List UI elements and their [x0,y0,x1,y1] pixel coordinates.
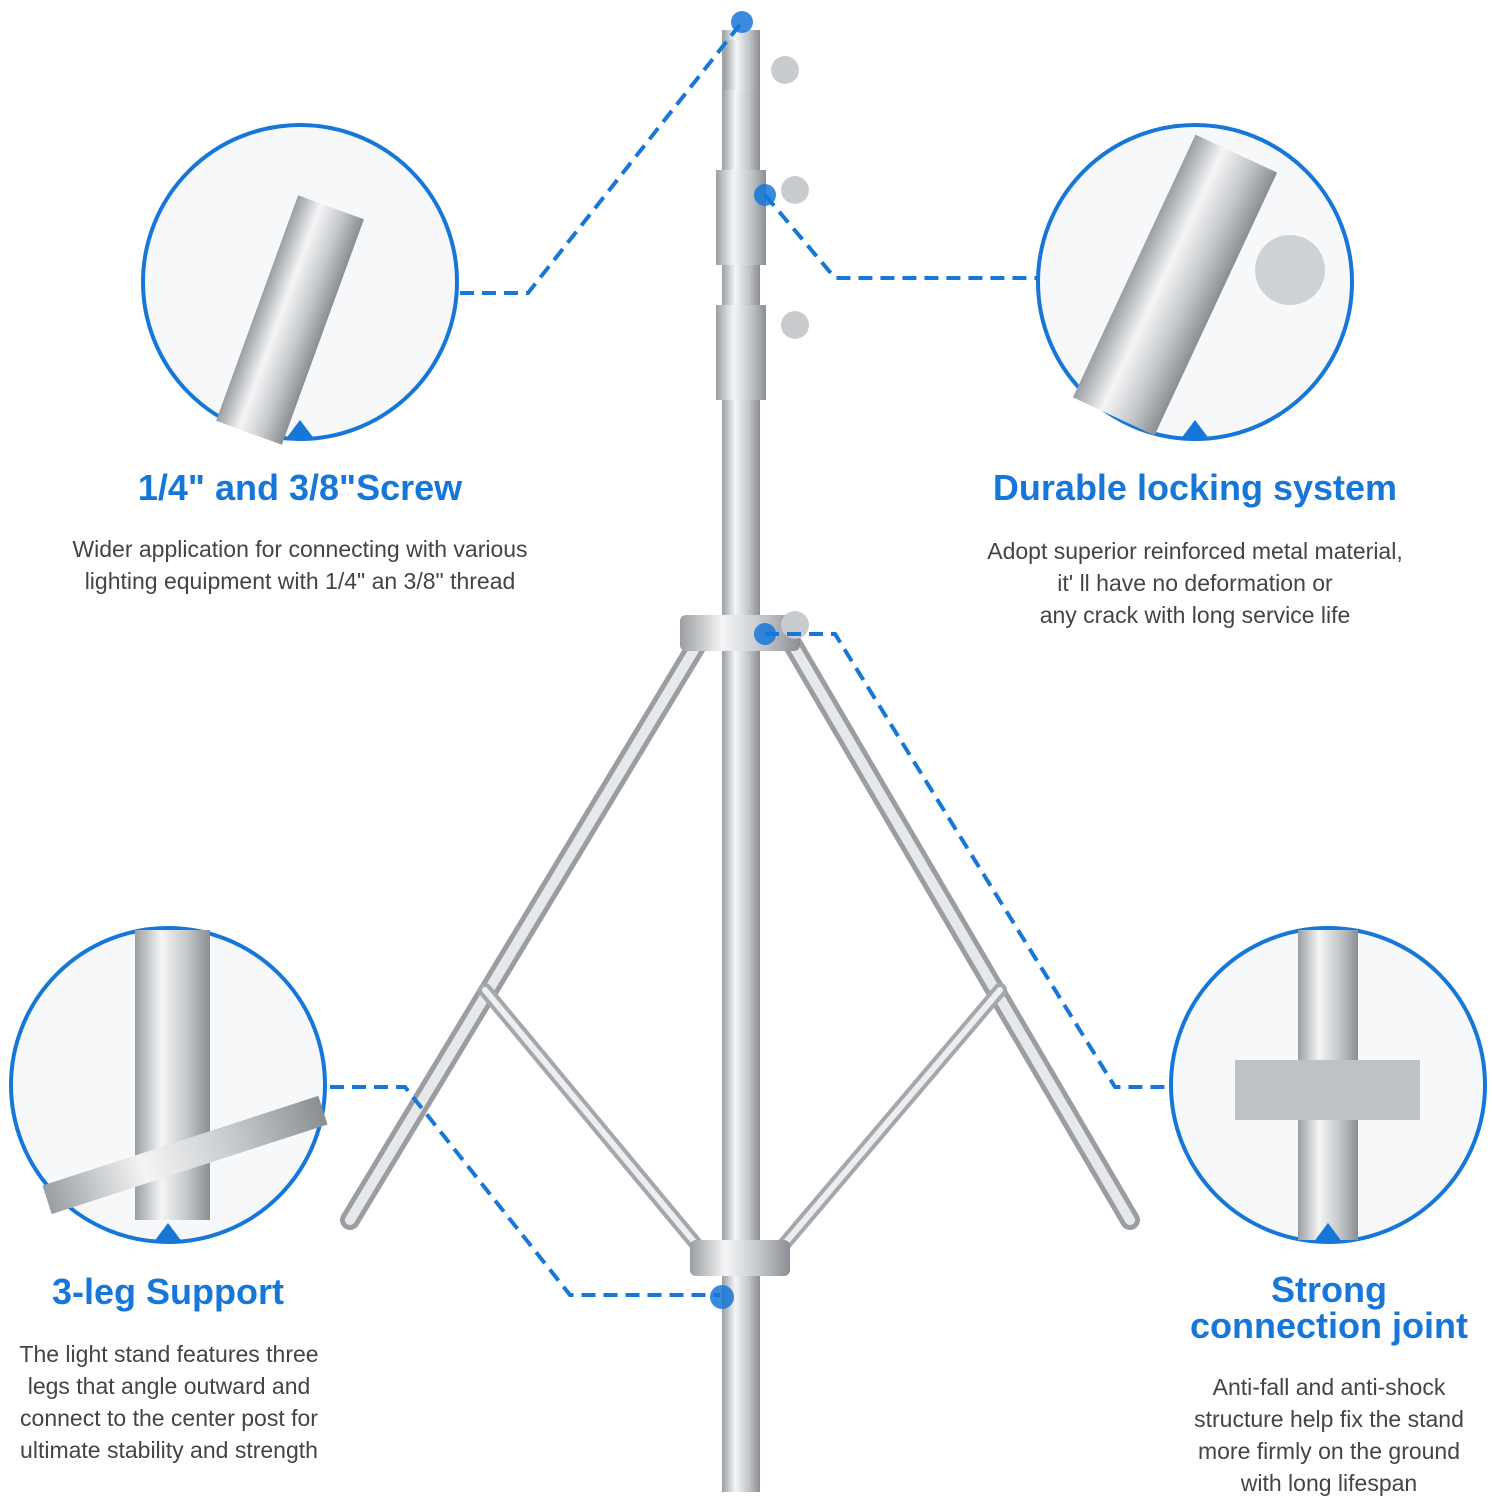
feature-desc-joint: Anti-fall and anti-shock structure help … [1170,1371,1488,1499]
circle-pointer-triangles [153,420,1343,1243]
feature-title-3-leg: 3-leg Support [52,1271,284,1312]
callout-dots [710,11,776,1309]
desc-line: legs that angle outward and [27,1373,311,1399]
desc-line: any crack with long service life [1039,602,1351,628]
feature-desc-screw: Wider application for connecting with va… [20,533,580,597]
desc-line: ultimate stability and strength [20,1437,318,1463]
detail-contents [42,134,1420,1240]
desc-line: it' ll have no deformation or [1057,570,1333,596]
desc-line: Anti-fall and anti-shock [1212,1374,1446,1400]
desc-line: Adopt superior reinforced metal material… [987,538,1403,564]
desc-line: structure help fix the stand [1194,1406,1464,1432]
feature-title-screw: 1/4" and 3/8"Screw [137,467,463,508]
feature-title-joint: Strong connection joint [1170,1272,1488,1344]
desc-line: lighting equipment with 1/4" an 3/8" thr… [84,568,516,594]
center-pole [680,30,809,1492]
callout-lines [330,20,1170,1297]
desc-line: connect to the center post for [20,1405,318,1431]
desc-line: Wider application for connecting with va… [72,536,528,562]
feature-title-locking: Durable locking system [992,467,1398,508]
title-line: Strong [1271,1269,1387,1310]
title-line: connection joint [1190,1305,1468,1346]
desc-line: more firmly on the ground [1197,1438,1461,1464]
desc-line: The light stand features three [19,1341,319,1367]
feature-desc-locking: Adopt superior reinforced metal material… [945,535,1445,631]
desc-line: with long lifespan [1240,1470,1418,1496]
stand-legs [340,630,1140,1262]
feature-desc-3-leg: The light stand features three legs that… [0,1338,338,1466]
